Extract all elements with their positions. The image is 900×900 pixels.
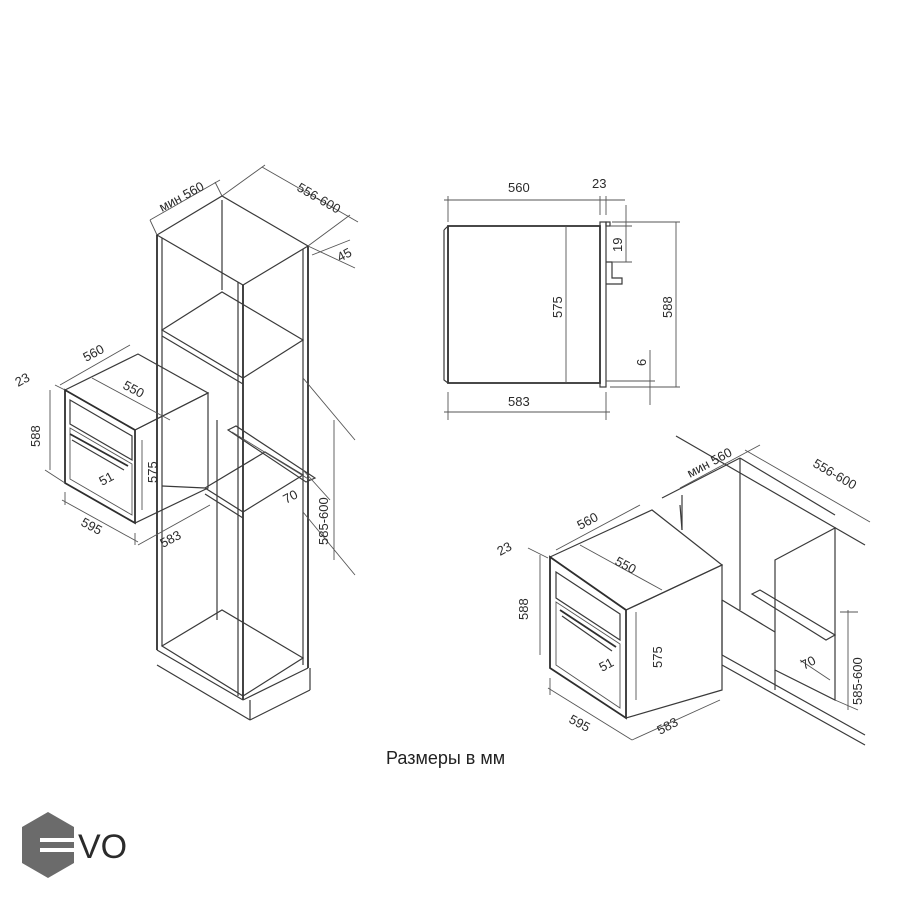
label-right-top-depth: 560 bbox=[574, 509, 600, 532]
label-side-body-height: 575 bbox=[550, 296, 565, 318]
label-right-handle: 51 bbox=[596, 655, 616, 675]
label-side-bottom-gap: 6 bbox=[634, 359, 649, 366]
label-side: 45 bbox=[334, 245, 354, 265]
label-right-front-gap: 23 bbox=[494, 539, 514, 559]
label-depth: 556-600 bbox=[295, 180, 344, 217]
units-caption: Размеры в мм bbox=[386, 748, 506, 768]
label-left-handle: 51 bbox=[96, 469, 116, 489]
label-left-height: 588 bbox=[28, 425, 43, 447]
label-uc-vent: 70 bbox=[798, 653, 818, 673]
label-uc-niche-height: 585-600 bbox=[850, 657, 865, 705]
label-side-total-height: 588 bbox=[660, 296, 675, 318]
evo-logo: VO bbox=[22, 812, 127, 878]
label-left-inner-height: 575 bbox=[145, 461, 160, 483]
label-right-depth: 583 bbox=[654, 714, 680, 737]
label-uc-depth: 556-600 bbox=[811, 456, 860, 493]
oven-left bbox=[44, 344, 211, 546]
label-left-front-gap: 23 bbox=[12, 370, 32, 390]
label-left-inner-width: 550 bbox=[121, 377, 147, 400]
label-side-overall-depth: 583 bbox=[508, 394, 530, 409]
label-side-depth: 560 bbox=[508, 180, 530, 195]
label-right-inner-width: 550 bbox=[613, 553, 639, 576]
label-right-width: 595 bbox=[567, 711, 593, 734]
label-side-panel: 23 bbox=[592, 176, 606, 191]
label-right-inner-height: 575 bbox=[650, 646, 665, 668]
logo-hexagon-icon bbox=[22, 812, 74, 878]
side-view bbox=[443, 196, 680, 420]
logo-text: VO bbox=[78, 828, 127, 866]
label-side-top-gap: 19 bbox=[610, 238, 625, 252]
label-left-width: 595 bbox=[79, 514, 105, 537]
tall-cabinet bbox=[149, 164, 359, 721]
label-niche-height: 585-600 bbox=[316, 497, 331, 545]
label-right-height: 588 bbox=[516, 598, 531, 620]
oven-right bbox=[527, 504, 724, 741]
label-vent: 70 bbox=[280, 487, 300, 507]
label-left-depth: 583 bbox=[157, 527, 183, 550]
